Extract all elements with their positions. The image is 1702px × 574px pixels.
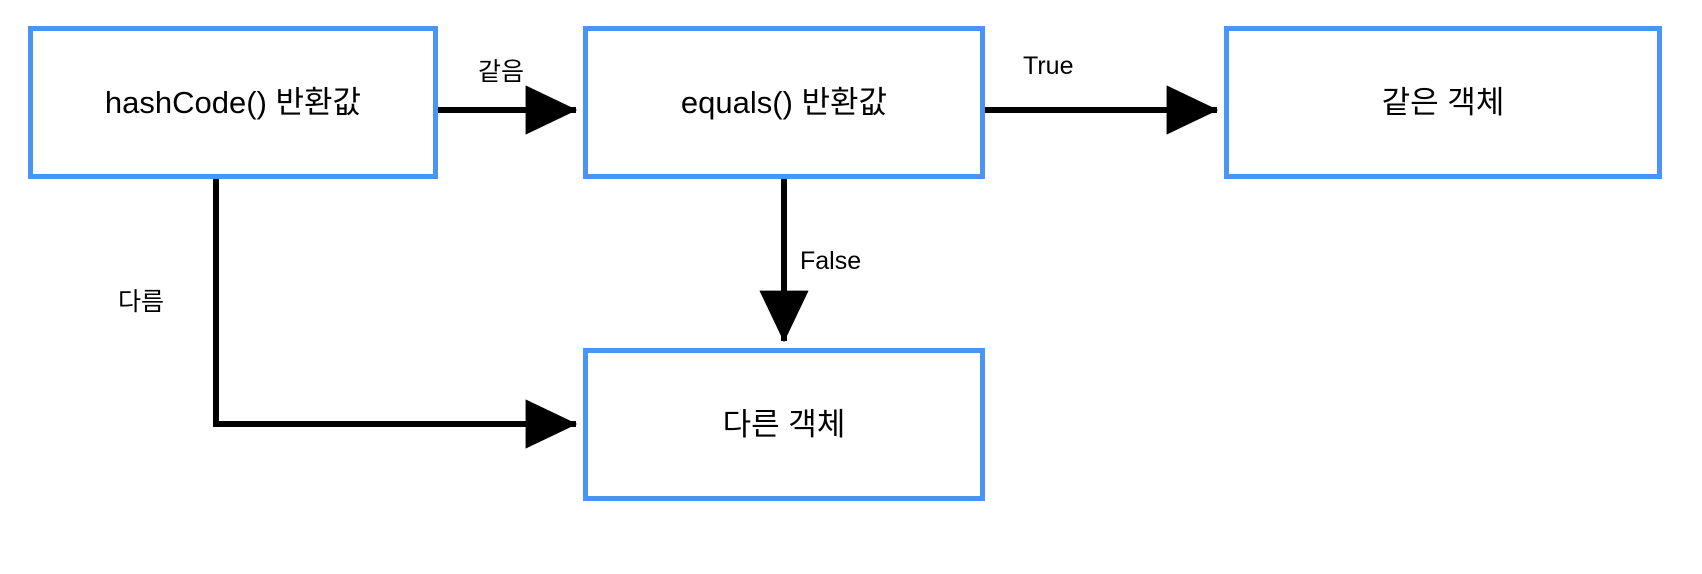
node-different-object-label: 다른 객체	[722, 406, 846, 442]
node-same-object[interactable]: 같은 객체	[1224, 26, 1662, 179]
node-different-object[interactable]: 다른 객체	[583, 348, 985, 501]
edge-label-false: False	[800, 247, 862, 275]
node-equals-label: equals() 반환값	[680, 84, 888, 120]
edge-hashcode-to-diff	[213, 179, 578, 449]
node-hashcode-label: hashCode() 반환값	[104, 84, 362, 120]
node-same-object-label: 같은 객체	[1381, 84, 1505, 120]
node-equals-return-value[interactable]: equals() 반환값	[583, 26, 985, 179]
edge-label-hashcode-different: 다름	[118, 288, 165, 316]
edge-label-true: True	[1023, 52, 1074, 80]
node-hashcode-return-value[interactable]: hashCode() 반환값	[28, 26, 438, 179]
edge-label-hashcode-equal: 같음	[478, 58, 525, 86]
